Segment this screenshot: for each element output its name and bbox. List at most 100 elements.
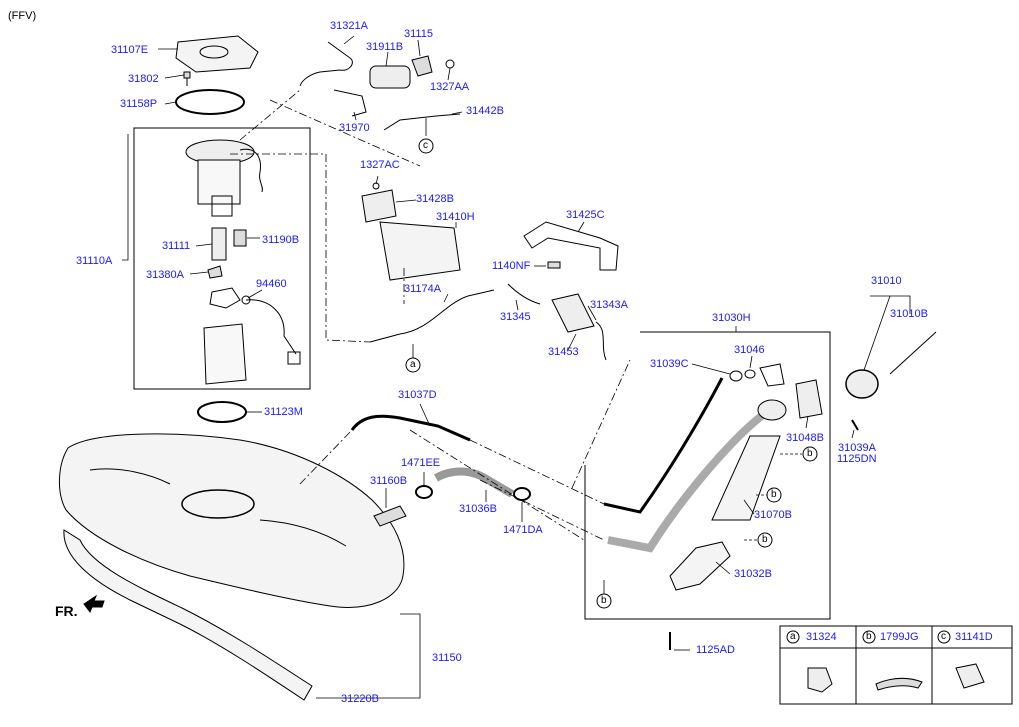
sender-31380A	[207, 265, 223, 279]
regulator-31190B	[233, 229, 247, 247]
label-31115: 31115	[404, 28, 433, 40]
legend-part-b: 1799JG	[880, 631, 919, 643]
label-1140NF: 1140NF	[492, 260, 531, 272]
assembly-lines	[230, 89, 631, 541]
legend-letter-a: a	[790, 631, 796, 642]
label-31030H: 31030H	[712, 312, 751, 324]
hose-31442B	[383, 113, 461, 131]
label-31158P: 31158P	[120, 98, 158, 110]
label-31010B: 31010B	[890, 308, 928, 320]
nut-1327AA	[445, 59, 455, 69]
legend-letter-c: c	[941, 631, 946, 642]
callout-circles	[405, 138, 818, 609]
front-arrow	[83, 594, 105, 614]
bolt-31802	[183, 71, 191, 86]
callout-b-2: b	[771, 489, 777, 500]
bolt-1140NF	[547, 261, 561, 269]
screw-31039A	[851, 419, 859, 431]
label-31174A: 31174A	[404, 283, 442, 295]
fuel-tank-31150	[58, 433, 405, 608]
fuel-filter-31911B	[369, 65, 411, 89]
callout-c: c	[423, 140, 428, 151]
pump-module-frame	[133, 127, 311, 390]
legend-table	[779, 625, 1013, 705]
label-31111: 31111	[162, 240, 191, 252]
bracket-31425C	[523, 221, 619, 271]
label-31032B: 31032B	[734, 568, 772, 580]
hose-31321A	[299, 41, 353, 87]
label-31048B: 31048B	[786, 432, 824, 444]
label-1471DA: 1471DA	[503, 524, 543, 536]
callout-b-1: b	[807, 448, 813, 459]
clamp-1471EE	[415, 485, 433, 499]
label-31380A: 31380A	[146, 269, 184, 281]
fuel-filter-31111	[211, 227, 227, 261]
label-31046: 31046	[734, 344, 765, 356]
label-31190B: 31190B	[262, 234, 300, 246]
label-31110A: 31110A	[76, 255, 113, 267]
label-31911B: 31911B	[366, 41, 404, 53]
variant-label: (FFV)	[8, 10, 37, 22]
label-31442B: 31442B	[466, 105, 504, 117]
label-31010: 31010	[871, 275, 902, 287]
label-31220B: 31220B	[341, 693, 379, 705]
housing-31048B	[795, 379, 823, 419]
breather-hose-31037D	[350, 414, 471, 442]
gasket-31123M	[197, 401, 247, 423]
label-31036B: 31036B	[459, 503, 497, 515]
label-1327AA: 1327AA	[430, 81, 470, 93]
filler-neck-frame	[584, 331, 831, 620]
label-94460: 94460	[256, 278, 287, 290]
bracket-31970	[333, 89, 367, 117]
label-1471EE: 1471EE	[401, 457, 441, 469]
callout-b-3: b	[762, 534, 768, 545]
label-31123M: 31123M	[264, 406, 303, 418]
filter-31453	[551, 293, 595, 333]
legend-letter-b: b	[866, 631, 872, 642]
label-31321A: 31321A	[330, 20, 368, 32]
label-1327AC: 1327AC	[360, 159, 400, 171]
label-31160B: 31160B	[370, 475, 408, 487]
bracket-31032B	[669, 541, 731, 591]
vapor-hose-31174A	[369, 289, 495, 343]
sensor-94460	[241, 295, 301, 365]
label-31343A: 31343A	[590, 299, 628, 311]
lock-ring-31158P	[175, 89, 245, 115]
filler-neck-31030H	[603, 377, 787, 553]
label-31107E: 31107E	[111, 44, 149, 56]
label-31428B: 31428B	[416, 193, 454, 205]
bracket-31048B-upper	[759, 363, 785, 387]
label-31453: 31453	[548, 346, 579, 358]
label-1125AD: 1125AD	[696, 644, 735, 656]
label-31039C: 31039C	[650, 358, 689, 370]
tether-31010B	[889, 331, 937, 375]
label-1125DN: 1125DN	[837, 453, 877, 465]
front-direction-label: FR.	[55, 603, 78, 619]
protector-31070B	[711, 435, 781, 521]
legend-part-c: 31141D	[955, 631, 993, 643]
label-31425C: 31425C	[566, 209, 605, 221]
canister-31410H	[379, 221, 461, 281]
label-31150: 31150	[432, 652, 462, 664]
pump-cover-31107E	[175, 35, 259, 73]
label-31037D: 31037D	[398, 389, 437, 401]
label-31070B: 31070B	[754, 509, 792, 521]
valve-31160B	[373, 505, 407, 527]
label-31410H: 31410H	[436, 211, 475, 223]
callout-a: a	[410, 359, 416, 370]
clamp-1471DA	[513, 487, 531, 501]
filler-hose-31036B	[434, 467, 515, 498]
fuel-pump-module	[185, 139, 263, 217]
callout-b-4: b	[601, 595, 607, 606]
legend-part-a: 31324	[806, 631, 837, 643]
bracket-31428B	[361, 189, 397, 223]
label-31345: 31345	[500, 311, 531, 323]
ring-31039C	[729, 370, 743, 382]
pump-reservoir	[203, 323, 247, 385]
label-31970: 31970	[339, 122, 370, 134]
label-31039A: 31039A	[838, 442, 876, 454]
hose-31345	[507, 283, 541, 305]
leader-lines	[122, 35, 911, 699]
hose-31343A	[595, 321, 607, 361]
